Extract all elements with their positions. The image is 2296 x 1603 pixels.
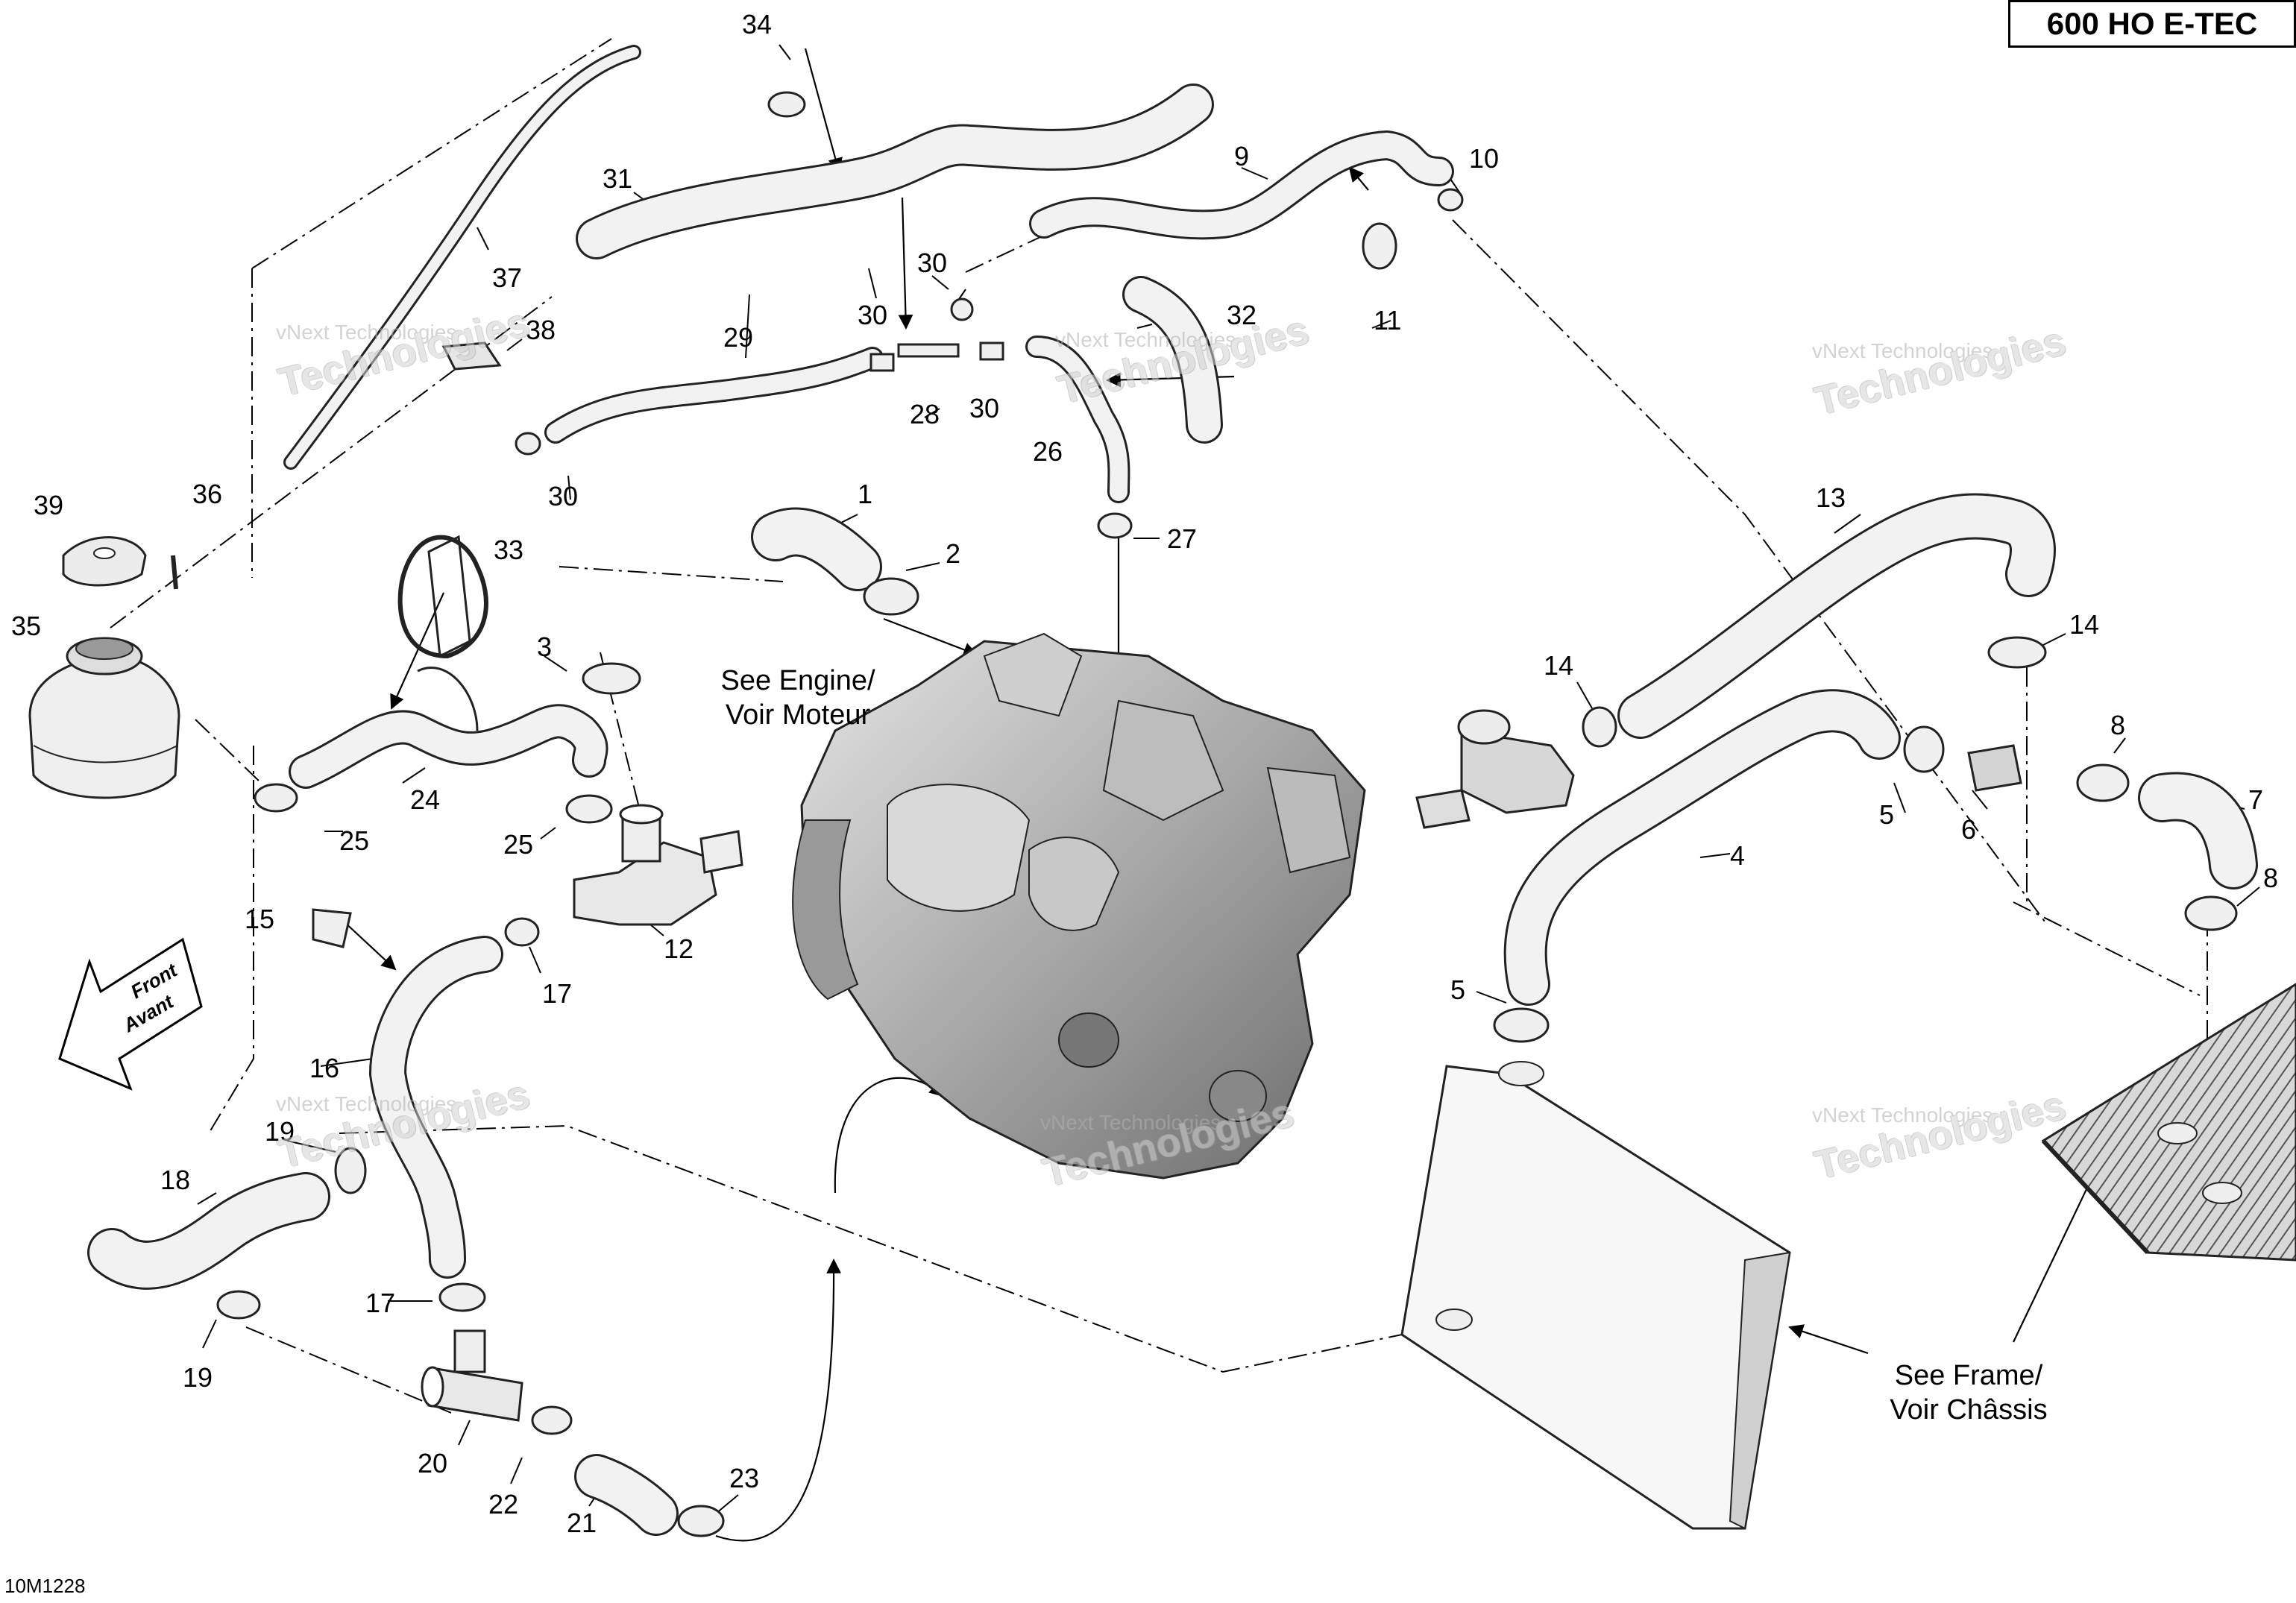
callout-38: 38 <box>526 315 556 345</box>
heat-exchanger <box>2041 983 2296 1262</box>
frame-note-line1: See Frame/ <box>1894 1360 2043 1391</box>
callout-15: 15 <box>245 904 274 934</box>
callout-33: 33 <box>494 535 523 565</box>
callout-27: 27 <box>1167 523 1197 554</box>
frame-note: See Frame/ Voir Châssis <box>1864 1358 2073 1427</box>
callout-8b: 8 <box>2263 863 2278 893</box>
engine-note-line2: Voir Moteur <box>725 699 871 731</box>
part-12-housing <box>573 804 743 926</box>
frame-note-line2: Voir Châssis <box>1890 1394 2048 1426</box>
callout-25b: 25 <box>503 829 533 860</box>
callout-11: 11 <box>1374 305 1401 336</box>
front-direction-arrow: Front Avant <box>58 937 203 1091</box>
callout-20: 20 <box>418 1448 447 1478</box>
callout-28: 28 <box>910 399 940 429</box>
part-callouts: 34 31 9 10 37 30 30 11 32 38 29 28 30 26… <box>11 9 2278 1538</box>
part-38-bracket <box>441 341 502 371</box>
callout-3: 3 <box>537 632 552 662</box>
arrow-leaders <box>342 48 2097 1542</box>
engine-note-line1: See Engine/ <box>720 665 875 696</box>
engine-note: See Engine/ Voir Moteur <box>693 664 902 732</box>
callout-9: 9 <box>1234 141 1249 171</box>
callout-31: 31 <box>603 163 632 194</box>
callout-7: 7 <box>2248 784 2263 815</box>
thermostat-housing <box>1415 709 1575 829</box>
callout-32: 32 <box>1227 300 1256 330</box>
callout-19b: 19 <box>183 1362 213 1393</box>
callout-36: 36 <box>192 479 222 509</box>
callout-24: 24 <box>410 784 440 815</box>
callout-2: 2 <box>946 538 960 569</box>
part-6-fitting <box>1967 744 2022 792</box>
callout-6: 6 <box>1961 814 1976 845</box>
figure-code: 10M1228 <box>4 1575 86 1597</box>
radiator-frame <box>1400 1061 1791 1530</box>
callout-30c: 30 <box>969 393 999 423</box>
callout-39: 39 <box>34 490 63 520</box>
callout-25a: 25 <box>339 825 369 856</box>
callout-21: 21 <box>567 1508 597 1538</box>
callout-37: 37 <box>492 262 522 293</box>
callout-14a: 14 <box>2069 609 2099 640</box>
callout-34: 34 <box>742 9 772 40</box>
callout-17b: 17 <box>365 1288 395 1318</box>
part-20-tee <box>421 1329 523 1422</box>
callout-5b: 5 <box>1450 974 1465 1005</box>
callout-30b: 30 <box>858 300 887 330</box>
callout-23: 23 <box>729 1463 759 1493</box>
callout-22: 22 <box>488 1489 518 1519</box>
callout-10: 10 <box>1469 143 1499 174</box>
callout-30d: 30 <box>548 481 578 511</box>
callout-35: 35 <box>11 611 41 641</box>
callout-29: 29 <box>723 322 753 353</box>
callout-4: 4 <box>1730 840 1745 871</box>
callout-17a: 17 <box>542 978 572 1009</box>
callout-5a: 5 <box>1879 799 1894 830</box>
callout-26: 26 <box>1033 436 1063 467</box>
callout-13: 13 <box>1816 482 1846 513</box>
model-title: 600 HO E-TEC <box>2008 0 2296 48</box>
part-33-gasket <box>397 535 488 659</box>
callout-16: 16 <box>309 1053 339 1083</box>
engine-illustration <box>792 632 1366 1180</box>
hoses <box>87 45 2258 1536</box>
callout-12: 12 <box>664 933 693 964</box>
callout-lines <box>197 44 2260 1514</box>
callout-19a: 19 <box>265 1116 295 1147</box>
callout-14b: 14 <box>1544 650 1573 681</box>
callout-30a: 30 <box>917 248 947 278</box>
callout-18: 18 <box>160 1165 190 1195</box>
callout-1: 1 <box>858 479 872 509</box>
callout-8a: 8 <box>2110 710 2125 740</box>
part-35-reservoir <box>28 536 180 799</box>
clamps-and-fittings <box>216 91 2238 1537</box>
